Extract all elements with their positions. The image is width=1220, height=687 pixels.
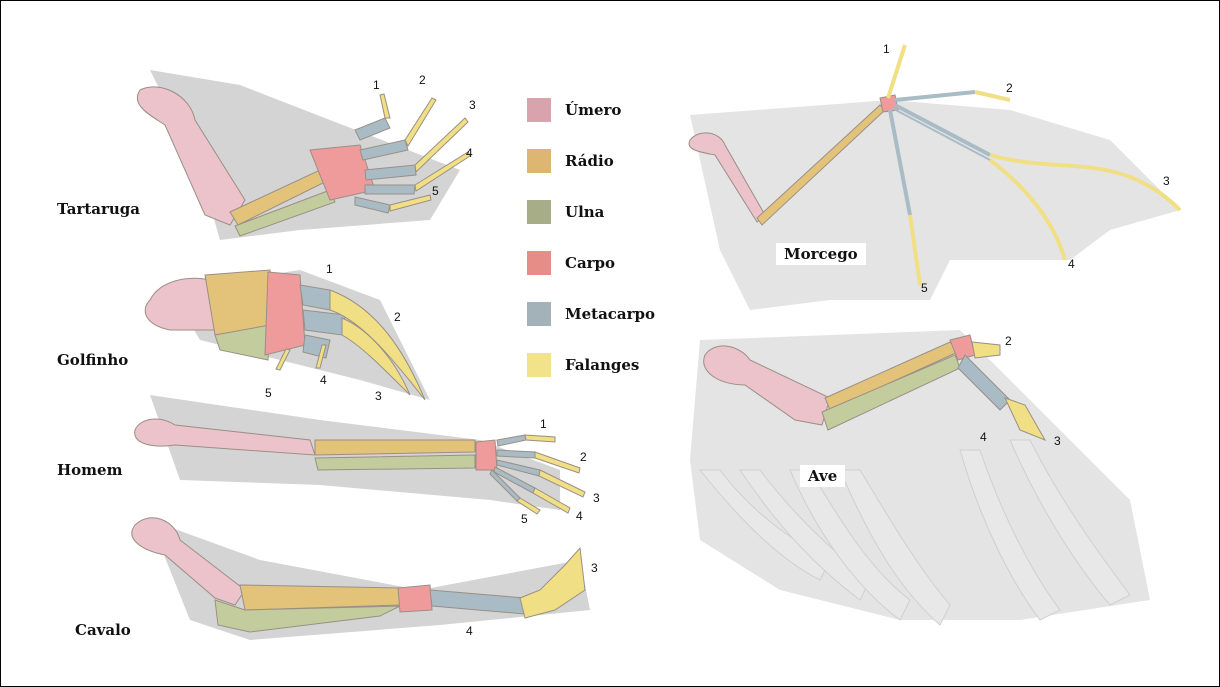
- legend-item-carpal: Carpo: [527, 237, 697, 288]
- digit-homem-1: 1: [540, 417, 547, 431]
- legend-swatch-carpal: [527, 251, 551, 275]
- label-homem: Homem: [57, 461, 122, 479]
- legend-item-radius: Rádio: [527, 135, 697, 186]
- label-cavalo: Cavalo: [75, 621, 131, 639]
- bird-wing: [690, 330, 1150, 625]
- digit-tartaruga-1: 1: [373, 78, 380, 92]
- bat-wing: [689, 45, 1180, 310]
- digit-morcego-2: 2: [1006, 81, 1013, 95]
- digit-tartaruga-3: 3: [469, 98, 476, 112]
- legend-swatch-phalanges: [527, 353, 551, 377]
- legend-swatch-radius: [527, 149, 551, 173]
- turtle-limb: [137, 70, 470, 240]
- digit-golfinho-4: 4: [320, 373, 327, 387]
- label-morcego: Morcego: [776, 243, 866, 265]
- digit-tartaruga-5: 5: [432, 184, 439, 198]
- digit-golfinho-2: 2: [394, 310, 401, 324]
- legend-label-radius: Rádio: [565, 152, 614, 170]
- digit-cavalo-3: 3: [591, 561, 598, 575]
- digit-tartaruga-2: 2: [419, 73, 426, 87]
- dolphin-flipper: [145, 270, 430, 400]
- digit-morcego-3: 3: [1163, 174, 1170, 188]
- digit-homem-3: 3: [593, 491, 600, 505]
- legend-item-humerus: Úmero: [527, 84, 697, 135]
- human-arm: [135, 395, 585, 514]
- digit-golfinho-5: 5: [265, 386, 272, 400]
- legend-item-phalanges: Falanges: [527, 339, 697, 390]
- legend-label-metacarpal: Metacarpo: [565, 305, 655, 323]
- digit-morcego-5: 5: [921, 281, 928, 295]
- legend-swatch-humerus: [527, 98, 551, 122]
- digit-morcego-1: 1: [883, 42, 890, 56]
- label-golfinho: Golfinho: [57, 351, 128, 369]
- digit-cavalo-4: 4: [466, 624, 473, 638]
- digit-morcego-4: 4: [1068, 257, 1075, 271]
- label-tartaruga: Tartaruga: [57, 200, 140, 218]
- digit-golfinho-3: 3: [375, 389, 382, 403]
- legend-item-ulna: Ulna: [527, 186, 697, 237]
- legend-swatch-metacarpal: [527, 302, 551, 326]
- legend-label-ulna: Ulna: [565, 203, 604, 221]
- digit-ave-2: 2: [1005, 334, 1012, 348]
- digit-golfinho-1: 1: [326, 262, 333, 276]
- legend-item-metacarpal: Metacarpo: [527, 288, 697, 339]
- legend-label-carpal: Carpo: [565, 254, 615, 272]
- digit-homem-5: 5: [521, 512, 528, 526]
- legend-label-phalanges: Falanges: [565, 356, 639, 374]
- label-ave: Ave: [800, 465, 845, 487]
- digit-ave-3: 3: [1054, 434, 1061, 448]
- digit-homem-2: 2: [580, 450, 587, 464]
- digit-tartaruga-4: 4: [466, 146, 473, 160]
- digit-homem-4: 4: [576, 509, 583, 523]
- digit-ave-4: 4: [980, 430, 987, 444]
- legend-label-humerus: Úmero: [565, 101, 621, 119]
- horse-leg: [132, 518, 590, 640]
- legend: Úmero Rádio Ulna Carpo Metacarpo Falange…: [527, 84, 697, 390]
- legend-swatch-ulna: [527, 200, 551, 224]
